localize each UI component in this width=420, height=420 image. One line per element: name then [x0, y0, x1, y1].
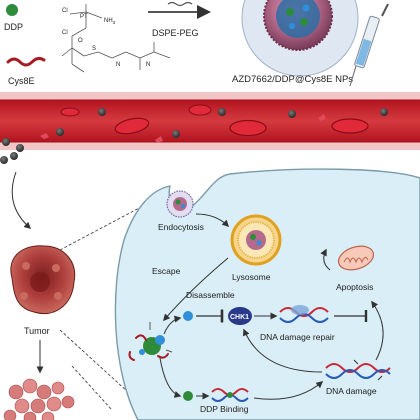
chem-cl-upper: Cl	[62, 8, 68, 14]
damage-to-apoptosis-arrow	[371, 300, 384, 361]
platelet	[318, 114, 326, 121]
core-drug-dot	[300, 18, 308, 26]
nanoparticle	[218, 108, 226, 116]
lysosome	[230, 214, 282, 266]
chem-n2: N	[146, 62, 150, 68]
nanoparticle	[172, 130, 180, 138]
nanoparticle	[10, 152, 18, 160]
nanoparticle	[16, 144, 24, 152]
core-drug-dot	[286, 8, 294, 16]
red-blood-cell	[331, 118, 369, 134]
escape-arrow	[163, 257, 229, 322]
peg-chain-icon	[167, 1, 193, 7]
release-arrow-up	[163, 315, 182, 335]
chem-cl-lower: Cl	[62, 30, 68, 36]
azd7662-drug	[183, 311, 193, 321]
tumor-label: Tumor	[24, 326, 50, 336]
core-drug-dot	[289, 23, 295, 29]
nanoparticle	[56, 128, 64, 136]
red-blood-cell	[114, 117, 150, 135]
tumor-tissue	[3, 378, 75, 420]
cys8e-label: Cys8E	[8, 76, 35, 86]
extravasation-arrow	[11, 171, 32, 229]
repair-label: DNA damage repair	[260, 332, 335, 342]
cys8e-legend: Cys8E	[6, 56, 46, 86]
chemical-structure	[61, 4, 171, 73]
nanoparticle	[0, 156, 8, 164]
circulating-nanoparticles	[0, 108, 388, 164]
apoptosis-label: Apoptosis	[336, 282, 373, 292]
to-lysosome-arrow	[195, 213, 230, 228]
nps-label: AZD7662/DDP@Cys8E NPs	[232, 74, 353, 85]
mitochondrion-icon	[337, 245, 375, 271]
damaged-dna-icon	[325, 359, 391, 381]
platelet	[155, 136, 163, 143]
peg-label: DSPE-PEG	[152, 28, 199, 38]
ddp-drug	[183, 391, 193, 401]
cys8e-strand-icon	[6, 56, 46, 67]
nanoparticle	[2, 138, 10, 146]
binding-label: DDP Binding	[200, 404, 249, 414]
nanoparticle-zoom: AZD7662/DDP@Cys8E NPs	[232, 0, 359, 85]
red-blood-cells	[40, 104, 369, 143]
platelet	[40, 133, 49, 139]
release-arrow-down	[159, 357, 182, 398]
tumor-cell	[114, 168, 420, 420]
chem-n1: N	[116, 62, 120, 68]
disassembled-nanoparticle	[128, 322, 173, 361]
red-blood-cell	[188, 104, 212, 116]
nanoparticle	[380, 108, 388, 116]
ddp-ball-icon	[6, 4, 18, 16]
repair-dna-icon	[279, 305, 329, 323]
binding-dna-icon	[211, 388, 249, 402]
ddp-label: DDP	[4, 22, 23, 32]
to-apoptosis-arrow	[320, 248, 331, 271]
chem-nh3: NH3	[104, 18, 116, 25]
vessel-wall-bottom	[0, 142, 420, 150]
syringe-icon	[349, 3, 389, 87]
endocytosis-vesicle	[166, 190, 194, 218]
ddp-legend: DDP	[4, 4, 23, 32]
nanoparticle	[98, 108, 106, 116]
damage-label: DNA damage	[326, 386, 377, 396]
endocytosis-label: Endocytosis	[158, 222, 204, 232]
chem-pt: PT	[80, 14, 88, 20]
chem-o: O	[78, 38, 83, 44]
red-blood-cell	[60, 107, 80, 117]
target-label: CHK1	[230, 314, 249, 321]
assembly-arrow: DSPE-PEG	[148, 1, 211, 38]
escape-label: Escape	[152, 266, 181, 276]
vessel-wall-top	[0, 92, 420, 100]
tumor-mass	[10, 245, 76, 314]
binding-to-damage-arrow	[253, 381, 324, 400]
nanoparticle	[288, 110, 296, 118]
red-blood-cell	[229, 119, 267, 137]
core-drug-dot	[302, 4, 310, 12]
damage-to-chk1-arrow	[242, 328, 323, 373]
cell-membrane	[114, 168, 420, 420]
chemical-labels: PT Cl Cl NH3 O S N N	[62, 8, 150, 68]
chem-s: S	[92, 46, 96, 52]
chk1-protein: CHK1	[228, 307, 252, 325]
disassemble-label: Disassemble	[186, 290, 235, 300]
lysosome-label: Lysosome	[232, 272, 271, 282]
